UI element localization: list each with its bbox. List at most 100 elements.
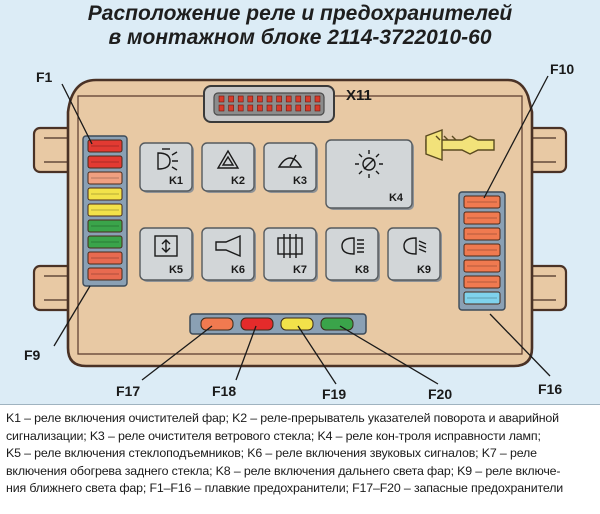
connector-label: X11 (346, 87, 372, 104)
hazard-triangle-icon (216, 149, 240, 169)
left-fuse (87, 187, 123, 201)
left-fuse (87, 171, 123, 185)
fuse-column-f10-f16 (458, 191, 506, 311)
callout-f19 (297, 325, 337, 385)
x11-pins (218, 95, 321, 112)
right-fuse (463, 243, 501, 257)
relay-label: K1 (169, 175, 183, 187)
connector-pin (295, 95, 302, 103)
left-fuse (87, 267, 123, 281)
label-f18: F18 (212, 383, 236, 399)
connector-pin (305, 95, 311, 103)
windshield-wiper-icon (277, 154, 303, 168)
relay-label: K8 (355, 264, 369, 276)
connector-pin (257, 95, 263, 103)
connector-pin (228, 104, 234, 112)
spare-fuse (240, 317, 274, 331)
relay-k7: K7 (263, 227, 318, 282)
horn-icon (215, 234, 241, 258)
connector-pin (247, 104, 254, 112)
callout-f18 (235, 325, 257, 381)
spare-fuse (280, 317, 314, 331)
label-f16: F16 (538, 381, 562, 397)
left-fuse (87, 235, 123, 249)
right-fuse (463, 291, 501, 305)
connector-pin (305, 104, 311, 112)
relay-housing (201, 227, 255, 281)
connector-pin (228, 95, 234, 103)
relay-k2: K2 (201, 142, 256, 193)
legend-line-2: сигнализации; K3 – реле очистителя ветро… (6, 428, 541, 443)
diagram-title: Расположение реле и предохранителей в мо… (0, 2, 600, 50)
lamp-check-icon (355, 150, 383, 178)
title-line-1: Расположение реле и предохранителей (87, 2, 513, 25)
relay-label: K7 (293, 264, 307, 276)
connector-pin (266, 104, 273, 112)
left-fuse (87, 219, 123, 233)
label-f19: F19 (322, 386, 346, 402)
high-beam-icon (341, 237, 364, 255)
callout-lines (53, 75, 551, 385)
x11-connector (203, 85, 335, 123)
callout-f10 (483, 75, 549, 199)
right-fuse (463, 211, 501, 225)
relay-label: K2 (231, 175, 245, 187)
connector-pin (266, 95, 273, 103)
relay-k9: K9 (387, 227, 442, 282)
left-fuse (87, 139, 123, 153)
connector-pin (237, 104, 244, 112)
right-fuse (463, 195, 501, 209)
label-f10: F10 (550, 61, 574, 77)
connector-pin (295, 104, 302, 112)
label-f17: F17 (116, 383, 140, 399)
right-fuse (463, 227, 501, 241)
connector-pin (218, 95, 225, 103)
relay-housing (201, 142, 255, 192)
relay-k3: K3 (263, 142, 318, 193)
connector-pin (285, 95, 292, 103)
headlamp-washer-icon (157, 148, 178, 171)
spare-fuses-f17-f20 (200, 317, 354, 331)
inner-rim (77, 95, 523, 355)
relay-k1: K1 (139, 142, 194, 193)
label-f20: F20 (428, 386, 452, 402)
relay-k8: K8 (325, 227, 380, 282)
fuse-puller-icon (425, 128, 495, 162)
fuse-column-f1-f9 (82, 135, 128, 287)
relay-legend: K1 – реле включения очистителей фар; K2 … (0, 404, 600, 514)
legend-line-1: K1 – реле включения очистителей фар; K2 … (6, 411, 559, 425)
spare-fuse (200, 317, 234, 331)
connector-pin (285, 104, 292, 112)
connector-pin (276, 95, 282, 103)
relay-label: K5 (169, 264, 183, 276)
callout-f16 (489, 313, 551, 377)
relay-housing (139, 227, 193, 281)
spare-fuse-holder (189, 313, 367, 335)
connector-pin (314, 104, 321, 112)
connector-pin (276, 104, 282, 112)
low-beam-icon (403, 237, 427, 255)
relay-label: K9 (417, 264, 431, 276)
relay-k5: K5 (139, 227, 194, 282)
relay-label: K4 (389, 192, 404, 204)
connector-pin (257, 104, 263, 112)
label-f9: F9 (24, 347, 41, 363)
right-fuse (463, 275, 501, 289)
title-line-2: в монтажном блоке 2114-3722010-60 (108, 26, 492, 49)
connector-pin (237, 95, 244, 103)
relay-label: K6 (231, 264, 245, 276)
left-fuse (87, 251, 123, 265)
left-fuse (87, 155, 123, 169)
legend-line-4: включения обогрева заднего стекла; K8 – … (6, 463, 561, 478)
right-fuse (463, 259, 501, 273)
callout-f17 (141, 325, 213, 381)
connector-pin (314, 95, 321, 103)
connector-pin (218, 104, 225, 112)
power-window-icon (154, 235, 178, 257)
callout-f1 (61, 83, 93, 145)
relay-k6: K6 (201, 227, 256, 282)
legend-line-5: ния ближнего света фар; F1–F16 – плавкие… (6, 481, 564, 496)
label-f1: F1 (36, 69, 53, 85)
spare-fuse (320, 317, 354, 331)
